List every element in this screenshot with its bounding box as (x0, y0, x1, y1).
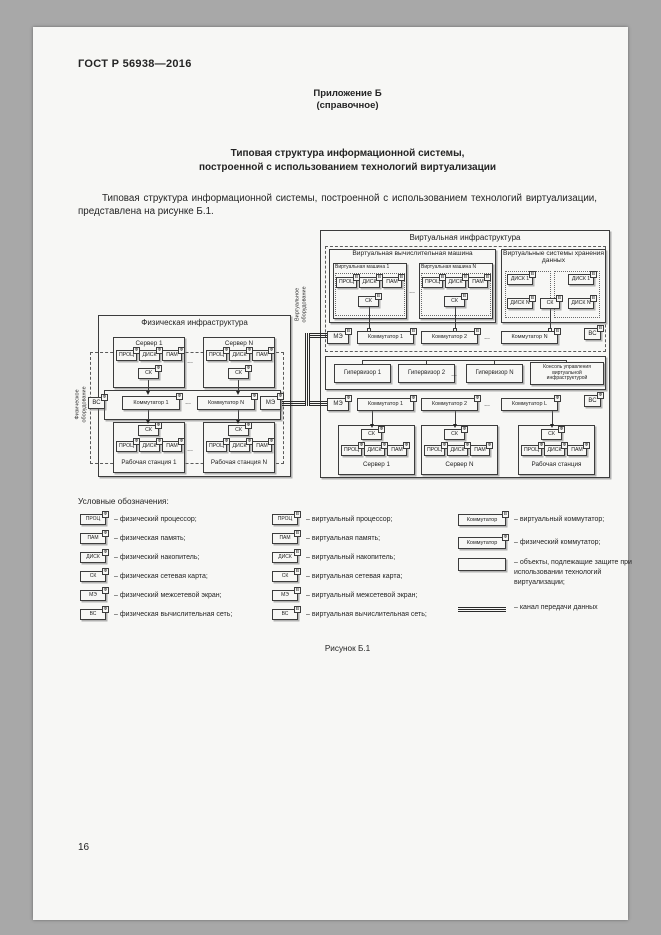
intro-paragraph: Типовая структура информационной системы… (78, 193, 597, 217)
annex-note: (справочное) (316, 100, 379, 111)
legend-title: Условные обозначения: (78, 497, 169, 506)
document-number: ГОСТ Р 56938—2016 (78, 58, 192, 70)
figure-caption: Рисунок Б.1 (324, 644, 371, 653)
annex-title: Приложение Б (313, 88, 382, 99)
page-number: 16 (78, 842, 90, 853)
document-page (33, 27, 628, 920)
figure-title-line2: построенной с использованием технологий … (198, 162, 497, 173)
figure-title-line1: Типовая структура информационной системы… (230, 148, 465, 159)
